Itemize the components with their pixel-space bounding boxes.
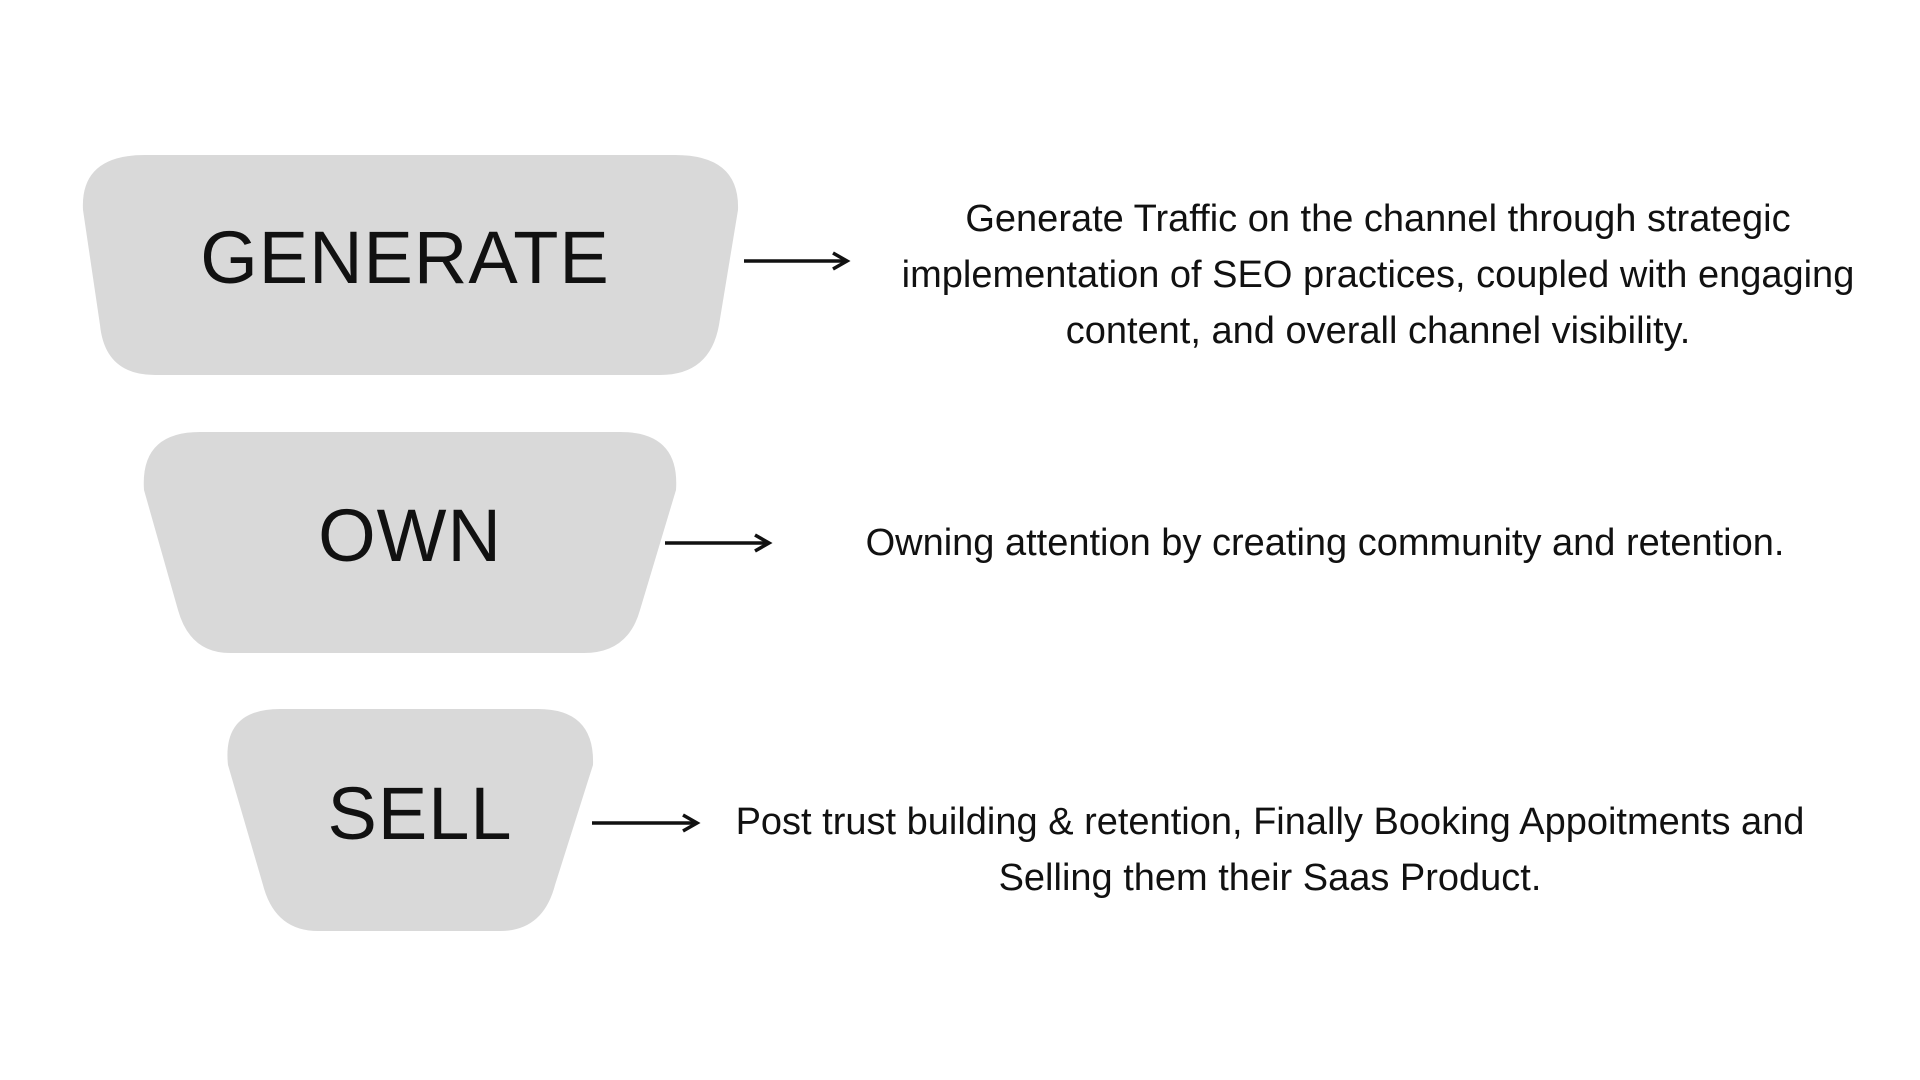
stage-description-own: Owning attention by creating community a… [865, 522, 1785, 564]
stage-description-generate: Generate Traffic on the channel through … [901, 198, 1855, 352]
arrow-right-icon [665, 533, 773, 553]
stage-label-own: OWN [318, 494, 502, 577]
arrow-right-icon [744, 251, 851, 271]
stage-shape-generate [82, 155, 739, 375]
stage-label-generate: GENERATE [200, 216, 610, 299]
stage-description-sell: Post trust building & retention, Finally… [735, 801, 1805, 899]
stage-shape-sell [227, 709, 594, 931]
arrow-right-icon [592, 813, 701, 833]
stage-label-sell: SELL [327, 772, 513, 855]
stage-shape-own [143, 432, 677, 653]
